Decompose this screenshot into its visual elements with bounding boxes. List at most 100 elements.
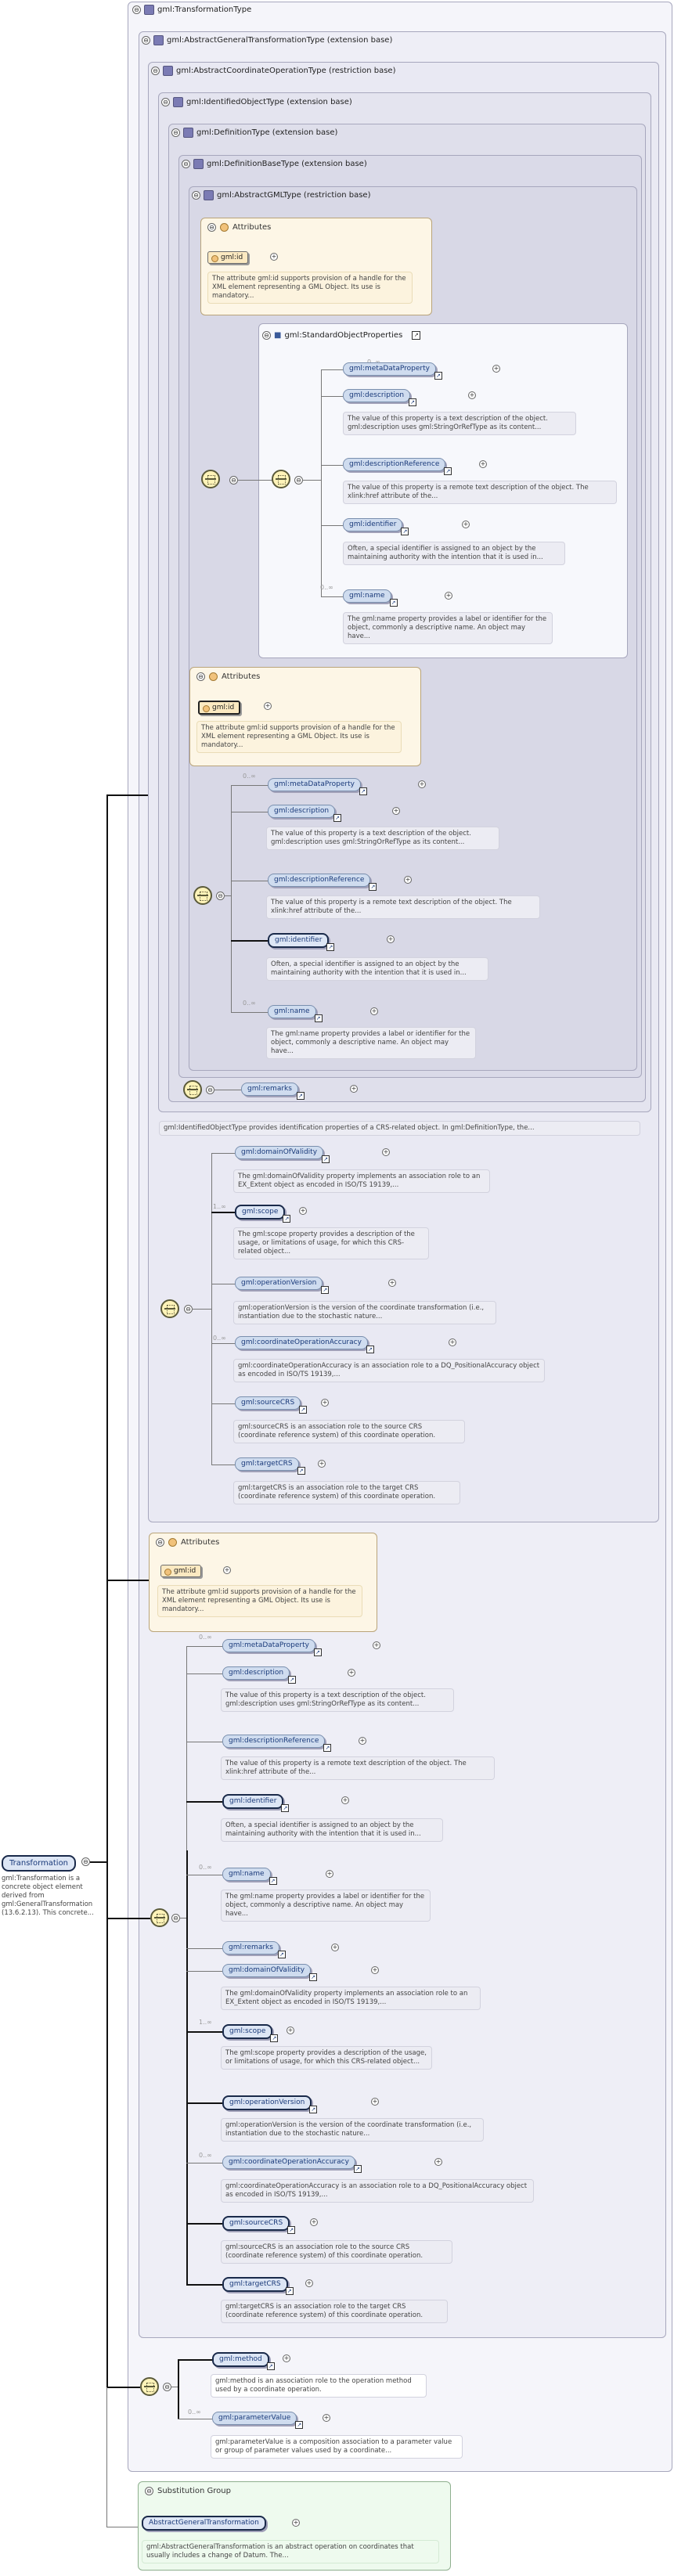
domain-of-validity-element[interactable]: gml:domainOfValidity↗ — [222, 1964, 318, 1981]
expand-plus-icon[interactable]: + — [223, 1566, 231, 1574]
attributes-header[interactable]: ⊖Attributes — [196, 672, 260, 681]
description-reference-element[interactable]: gml:descriptionReference↗ — [222, 1735, 332, 1752]
gml-id-attribute[interactable]: gml:id — [207, 251, 249, 264]
expand-plus-icon[interactable]: + — [348, 1669, 355, 1677]
description-element[interactable]: gml:description↗ — [222, 1666, 297, 1684]
abstract-general-transformation-element[interactable]: AbstractGeneralTransformation — [142, 2516, 266, 2531]
gml-id-attribute[interactable]: gml:id — [160, 1565, 202, 1577]
method-element[interactable]: gml:method↗ — [212, 2352, 275, 2370]
attributes-header[interactable]: ⊖Attributes — [156, 1538, 219, 1547]
identifier-element[interactable]: gml:identifier↗ — [222, 1794, 290, 1812]
expand-plus-icon[interactable]: + — [341, 1796, 349, 1804]
definition-base-header[interactable]: ⊖gml:DefinitionBaseType (extension base) — [182, 159, 367, 169]
expand-plus-icon[interactable]: + — [270, 253, 278, 261]
expand-plus-icon[interactable]: + — [283, 2354, 290, 2362]
expand-plus-icon[interactable]: + — [479, 460, 487, 468]
collapse-toggle-icon[interactable]: ⊖ — [161, 98, 170, 106]
meta-data-property-element[interactable]: gml:metaDataProperty↗ — [268, 778, 367, 795]
meta-data-property-element[interactable]: gml:metaDataProperty↗ — [343, 362, 442, 380]
gml-id-attribute[interactable]: gml:id — [198, 701, 241, 715]
collapse-toggle-icon[interactable]: ⊖ — [171, 128, 180, 137]
expand-plus-icon[interactable]: + — [323, 2414, 330, 2422]
description-element[interactable]: gml:description↗ — [343, 389, 417, 406]
expand-plus-icon[interactable]: + — [310, 2218, 318, 2226]
domain-of-validity-element[interactable]: gml:domainOfValidity↗ — [235, 1146, 330, 1163]
description-element[interactable]: gml:description↗ — [268, 805, 342, 822]
attributes-header[interactable]: ⊖Attributes — [207, 223, 271, 232]
sequence-compositor-icon[interactable] — [193, 886, 212, 905]
remarks-element[interactable]: gml:remarks↗ — [241, 1083, 305, 1100]
expand-plus-icon[interactable]: + — [359, 1737, 366, 1745]
source-crs-element[interactable]: gml:sourceCRS↗ — [235, 1396, 308, 1414]
expand-plus-icon[interactable]: + — [287, 2027, 294, 2034]
expand-plus-icon[interactable]: + — [462, 521, 470, 528]
sequence-compositor-icon[interactable] — [272, 470, 290, 488]
operation-version-element[interactable]: gml:operationVersion↗ — [222, 2095, 318, 2113]
expand-plus-icon[interactable]: + — [468, 391, 476, 399]
meta-data-property-element[interactable]: gml:metaDataProperty↗ — [222, 1639, 322, 1656]
expand-plus-icon[interactable]: + — [382, 1148, 390, 1156]
expand-plus-icon[interactable]: + — [392, 807, 400, 815]
collapse-toggle-icon[interactable]: ⊖ — [156, 1538, 164, 1547]
expand-plus-icon[interactable]: + — [264, 702, 272, 710]
transformation-root-element[interactable]: Transformation — [2, 1855, 77, 1872]
description-reference-element[interactable]: gml:descriptionReference↗ — [343, 458, 452, 475]
expand-plus-icon[interactable]: + — [305, 2279, 313, 2287]
identified-object-header[interactable]: ⊖gml:IdentifiedObjectType (extension bas… — [161, 97, 352, 107]
remarks-element[interactable]: gml:remarks↗ — [222, 1941, 286, 1958]
sequence-compositor-icon[interactable] — [140, 2377, 159, 2396]
collapse-toggle-icon[interactable]: ⊖ — [192, 191, 200, 200]
expand-plus-icon[interactable]: + — [492, 365, 500, 373]
expand-plus-icon[interactable]: + — [371, 1966, 379, 1974]
abstract-gml-header[interactable]: ⊖gml:AbstractGMLType (restriction base) — [192, 190, 370, 200]
identifier-element[interactable]: gml:identifier↗ — [268, 933, 335, 951]
expand-plus-icon[interactable]: + — [299, 1207, 307, 1215]
target-crs-element[interactable]: gml:targetCRS↗ — [222, 2277, 294, 2295]
expand-plus-icon[interactable]: + — [371, 2098, 379, 2106]
source-crs-element[interactable]: gml:sourceCRS↗ — [222, 2216, 296, 2234]
name-element[interactable]: gml:name↗ — [343, 589, 398, 607]
name-element[interactable]: gml:name↗ — [222, 1868, 277, 1885]
expand-plus-icon[interactable]: + — [370, 1007, 378, 1015]
expand-plus-icon[interactable]: + — [292, 2519, 300, 2527]
transformation-type-header[interactable]: ⊖gml:TransformationType — [132, 5, 251, 15]
sequence-compositor-icon[interactable] — [183, 1080, 202, 1099]
abstract-general-header[interactable]: ⊖gml:AbstractGeneralTransformationType (… — [142, 35, 392, 45]
scope-element[interactable]: gml:scope↗ — [222, 2024, 279, 2042]
coordinate-operation-accuracy-element[interactable]: gml:coordinateOperationAccuracy↗ — [222, 2156, 362, 2173]
collapse-toggle-icon[interactable]: ⊖ — [182, 160, 190, 168]
expand-plus-icon[interactable]: + — [326, 1870, 333, 1878]
collapse-toggle-icon[interactable]: ⊖ — [196, 672, 205, 681]
expand-plus-icon[interactable]: + — [434, 2158, 442, 2166]
expand-plus-icon[interactable]: + — [449, 1338, 456, 1346]
collapse-toggle-icon[interactable]: ⊖ — [132, 5, 141, 14]
expand-plus-icon[interactable]: + — [418, 780, 426, 788]
parameter-value-element[interactable]: gml:parameterValue↗ — [212, 2412, 304, 2429]
sequence-compositor-icon[interactable] — [160, 1299, 179, 1318]
sequence-compositor-icon[interactable] — [201, 470, 220, 488]
name-element[interactable]: gml:name↗ — [268, 1005, 323, 1022]
expand-plus-icon[interactable]: + — [318, 1460, 326, 1468]
collapse-toggle-icon[interactable]: ⊖ — [151, 67, 160, 75]
expand-plus-icon[interactable]: + — [321, 1399, 329, 1407]
standard-object-properties-header[interactable]: ⊖■gml:StandardObjectProperties↗ — [262, 331, 421, 340]
expand-plus-icon[interactable]: + — [404, 876, 412, 884]
operation-version-element[interactable]: gml:operationVersion↗ — [235, 1277, 330, 1294]
abstract-coord-op-header[interactable]: ⊖gml:AbstractCoordinateOperationType (re… — [151, 66, 395, 76]
expand-plus-icon[interactable]: + — [388, 1279, 396, 1287]
expand-plus-icon[interactable]: + — [387, 935, 395, 943]
definition-header[interactable]: ⊖gml:DefinitionType (extension base) — [171, 128, 337, 138]
identifier-element[interactable]: gml:identifier↗ — [343, 518, 409, 535]
expand-plus-icon[interactable]: + — [331, 1944, 339, 1951]
external-link-icon[interactable]: ↗ — [412, 331, 421, 340]
collapse-toggle-icon[interactable]: ⊖ — [207, 223, 216, 232]
scope-element[interactable]: gml:scope↗ — [235, 1205, 291, 1223]
sequence-compositor-icon[interactable] — [150, 1908, 169, 1927]
collapse-toggle-icon[interactable]: ⊖ — [145, 2487, 153, 2495]
target-crs-element[interactable]: gml:targetCRS↗ — [235, 1457, 305, 1475]
expand-plus-icon[interactable]: + — [373, 1641, 380, 1649]
substitution-group-header[interactable]: ⊖Substitution Group — [145, 2487, 231, 2495]
collapse-toggle-icon[interactable]: ⊖ — [142, 36, 150, 45]
collapse-toggle-icon[interactable]: ⊖ — [262, 331, 271, 340]
expand-plus-icon[interactable]: + — [350, 1085, 358, 1093]
